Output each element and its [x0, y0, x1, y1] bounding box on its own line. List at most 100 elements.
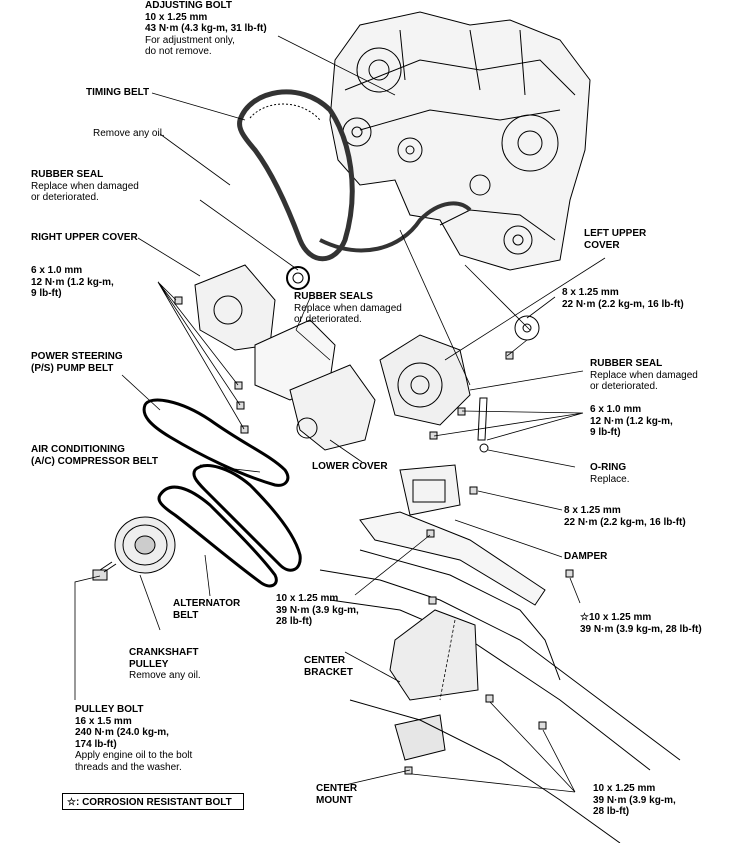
- label-spec: 16 x 1.5 mm: [75, 715, 132, 727]
- label-o-ring: O-RING Replace.: [590, 462, 629, 485]
- label-spec: ☆10 x 1.25 mm: [580, 612, 652, 623]
- label-title: PULLEY BOLT: [75, 704, 144, 715]
- label-title: (P/S) PUMP BELT: [31, 362, 114, 374]
- label-note: or deteriorated.: [590, 381, 658, 392]
- label-note: Replace when damaged: [294, 302, 402, 314]
- label-center-bracket: CENTER BRACKET: [304, 655, 353, 678]
- power-steering-belt: [142, 398, 290, 487]
- label-lower-cover: LOWER COVER: [312, 461, 388, 473]
- label-spec: 10 x 1.25 mm: [276, 593, 339, 604]
- label-left-upper-cover: LEFT UPPER COVER: [584, 228, 646, 251]
- right-upper-cover: [194, 264, 276, 351]
- camshaft-pulley: [501, 114, 559, 172]
- label-spec: 39 N·m (3.9 kg-m, 28 lb-ft): [580, 623, 702, 635]
- label-spec: 28 lb-ft): [593, 806, 630, 817]
- camshaft-pulley: [356, 47, 402, 93]
- label-title: AIR CONDITIONING: [31, 444, 125, 455]
- timing-belt: [237, 89, 355, 262]
- label-bolt-10-mid: 10 x 1.25 mm 39 N·m (3.9 kg-m, 28 lb-ft): [276, 593, 359, 628]
- label-note: Apply engine oil to the bolt: [75, 750, 193, 761]
- label-title: CENTER: [304, 655, 346, 666]
- label-spec: 22 N·m (2.2 kg-m, 16 lb-ft): [562, 298, 684, 310]
- label-note: Remove any oil.: [129, 670, 201, 681]
- rubber-seal-ring: [286, 266, 310, 290]
- label-title: BELT: [173, 609, 199, 621]
- label-title: ADJUSTING BOLT: [145, 0, 233, 11]
- label-bolt-6-left: 6 x 1.0 mm 12 N·m (1.2 kg-m, 9 lb-ft): [31, 265, 114, 300]
- label-title: RUBBER SEALS: [294, 291, 373, 302]
- label-title: CENTER: [316, 783, 358, 794]
- label-title: CRANKSHAFT: [129, 647, 199, 658]
- ac-compressor-belt: [192, 464, 302, 572]
- label-right-upper-cover: RIGHT UPPER COVER: [31, 232, 138, 244]
- label-damper: DAMPER: [564, 551, 607, 563]
- label-remove-oil-top: Remove any oil.: [93, 128, 165, 140]
- label-spec: 9 lb-ft): [590, 427, 621, 438]
- label-bolt-8-top: 8 x 1.25 mm 22 N·m (2.2 kg-m, 16 lb-ft): [562, 287, 684, 310]
- label-note: do not remove.: [145, 46, 212, 57]
- label-center-mount: CENTER MOUNT: [316, 783, 357, 806]
- label-spec: 12 N·m (1.2 kg-m,: [31, 276, 114, 288]
- label-title: LEFT UPPER: [584, 228, 647, 239]
- label-title: TIMING BELT: [86, 87, 150, 98]
- label-alternator-belt: ALTERNATOR BELT: [173, 598, 240, 621]
- label-title: LOWER COVER: [312, 461, 388, 472]
- label-spec: 10 x 1.25 mm: [145, 11, 208, 23]
- label-title: MOUNT: [316, 794, 353, 806]
- label-note: Replace when damaged: [590, 369, 698, 381]
- label-spec: 6 x 1.0 mm: [31, 265, 83, 276]
- crankshaft-pulley: [114, 516, 176, 574]
- label-spec: 8 x 1.25 mm: [564, 505, 621, 516]
- label-power-steering: POWER STEERING (P/S) PUMP BELT: [31, 351, 123, 374]
- label-spec: 9 lb-ft): [31, 288, 62, 299]
- label-rubber-seals-mid: RUBBER SEALS Replace when damaged or det…: [294, 291, 402, 326]
- label-title: O-RING: [590, 462, 627, 473]
- alternator-belt: [157, 485, 278, 588]
- damper: [399, 464, 461, 516]
- label-title: DAMPER: [564, 551, 608, 562]
- label-note: Replace.: [590, 473, 630, 485]
- label-spec: 43 N·m (4.3 kg-m, 31 lb-ft): [145, 23, 267, 34]
- label-spec: 6 x 1.0 mm: [590, 404, 642, 415]
- label-title: COVER: [584, 239, 620, 251]
- lower-cover: [289, 364, 376, 451]
- label-spec: 10 x 1.25 mm: [593, 783, 656, 794]
- label-title: BRACKET: [304, 666, 353, 678]
- label-title: RIGHT UPPER COVER: [31, 232, 138, 243]
- center-bracket: [389, 609, 479, 701]
- label-spec: 22 N·m (2.2 kg-m, 16 lb-ft): [564, 516, 686, 528]
- label-rubber-seal-left: RUBBER SEAL Replace when damaged or dete…: [31, 169, 139, 204]
- label-title: PULLEY: [129, 658, 169, 670]
- label-spec: 12 N·m (1.2 kg-m,: [590, 415, 673, 427]
- engine-block: [329, 11, 591, 271]
- label-adjusting-bolt: ADJUSTING BOLT 10 x 1.25 mm 43 N·m (4.3 …: [145, 0, 267, 58]
- label-note: For adjustment only,: [145, 34, 235, 46]
- label-note: Remove any oil.: [93, 128, 165, 139]
- frame-bracket: [359, 511, 546, 606]
- label-spec: 8 x 1.25 mm: [562, 287, 619, 298]
- label-spec: 39 N·m (3.9 kg-m,: [593, 794, 676, 806]
- label-bolt-8-mid: 8 x 1.25 mm 22 N·m (2.2 kg-m, 16 lb-ft): [564, 505, 686, 528]
- label-note: or deteriorated.: [294, 314, 362, 325]
- legend-corrosion-resistant: ☆: CORROSION RESISTANT BOLT: [62, 793, 244, 810]
- label-title: POWER STEERING: [31, 351, 123, 362]
- label-title: RUBBER SEAL: [590, 358, 663, 369]
- pulley-bolt: [92, 561, 117, 581]
- label-rubber-seal-right: RUBBER SEAL Replace when damaged or dete…: [590, 358, 698, 393]
- label-pulley-bolt: PULLEY BOLT 16 x 1.5 mm 240 N·m (24.0 kg…: [75, 704, 192, 773]
- label-note: Replace when damaged: [31, 180, 139, 192]
- label-spec: 174 lb-ft): [75, 738, 117, 750]
- left-upper-cover: [379, 334, 471, 426]
- label-spec: 39 N·m (3.9 kg-m,: [276, 604, 359, 616]
- label-timing-belt: TIMING BELT: [86, 87, 149, 99]
- label-bolt-10-bottom: 10 x 1.25 mm 39 N·m (3.9 kg-m, 28 lb-ft): [593, 783, 676, 818]
- label-bolt-10-star: ☆10 x 1.25 mm 39 N·m (3.9 kg-m, 28 lb-ft…: [580, 612, 702, 635]
- label-note: or deteriorated.: [31, 192, 99, 203]
- label-spec: 240 N·m (24.0 kg-m,: [75, 727, 169, 738]
- label-note: threads and the washer.: [75, 761, 182, 773]
- label-air-conditioning: AIR CONDITIONING (A/C) COMPRESSOR BELT: [31, 444, 158, 467]
- label-crankshaft-pulley: CRANKSHAFT PULLEY Remove any oil.: [129, 647, 201, 682]
- label-title: RUBBER SEAL: [31, 169, 104, 180]
